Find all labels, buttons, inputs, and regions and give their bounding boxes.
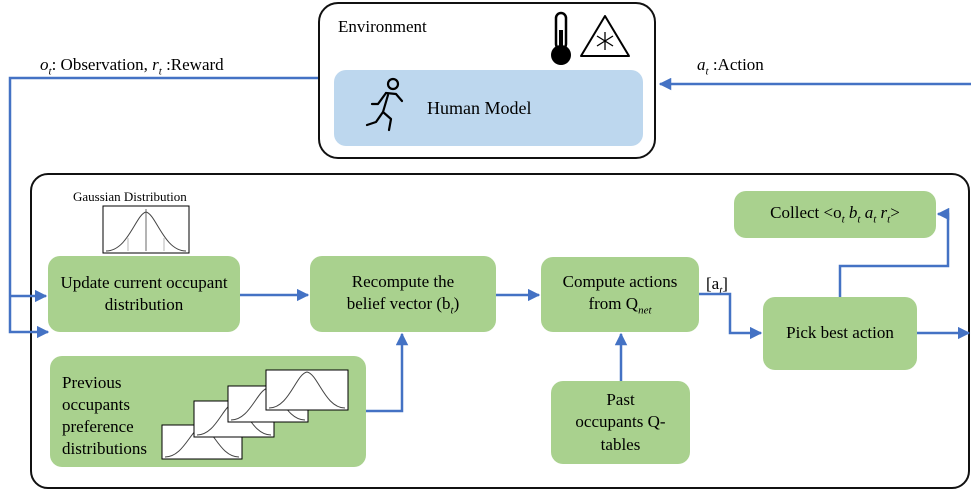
collect-label: Collect <ot bt at rt> [770, 203, 900, 226]
recompute-line1: Recompute the [351, 271, 455, 291]
gaussian-distribution-label: Gaussian Distribution [73, 189, 187, 204]
arrow-observation-in [8, 76, 318, 339]
compute-line1: Compute actions [562, 272, 678, 292]
pick-best-action-box: Pick best action [763, 297, 917, 370]
recompute-belief-box: Recompute the belief vector (bt) [310, 256, 496, 332]
arrow-compute-to-pick [699, 292, 763, 340]
update-box-label: Update current occupant distribution [60, 272, 228, 314]
past-box-label: Past occupants Q-tables [575, 390, 666, 454]
gaussian-chart [102, 205, 190, 254]
action-label: at :Action [697, 55, 764, 78]
compute-line2: from Qnet [588, 294, 652, 317]
bracket-action-label: [at] [706, 274, 728, 297]
stacked-gaussian-4 [265, 369, 349, 411]
arrow-pick-to-collect [838, 207, 950, 297]
arrow-previous-to-recompute [366, 332, 409, 413]
collect-tuple-box: Collect <ot bt at rt> [734, 191, 936, 238]
recompute-line2: belief vector (bt) [346, 293, 460, 317]
human-model-label: Human Model [427, 98, 532, 118]
compute-actions-box: Compute actions from Qnet [541, 257, 699, 332]
stacked-gaussian-charts [161, 369, 349, 460]
human-model-box [334, 70, 643, 146]
past-q-tables-box: Past occupants Q-tables [551, 381, 690, 464]
pick-box-label: Pick best action [786, 323, 894, 343]
update-occupant-distribution-box: Update current occupant distribution [48, 256, 240, 332]
observation-reward-label: ot: Observation, rt :Reward [40, 55, 224, 78]
running-person-icon [365, 77, 404, 132]
environment-label: Environment [338, 17, 427, 36]
previous-box-label: Previous occupants preference distributi… [62, 373, 148, 459]
